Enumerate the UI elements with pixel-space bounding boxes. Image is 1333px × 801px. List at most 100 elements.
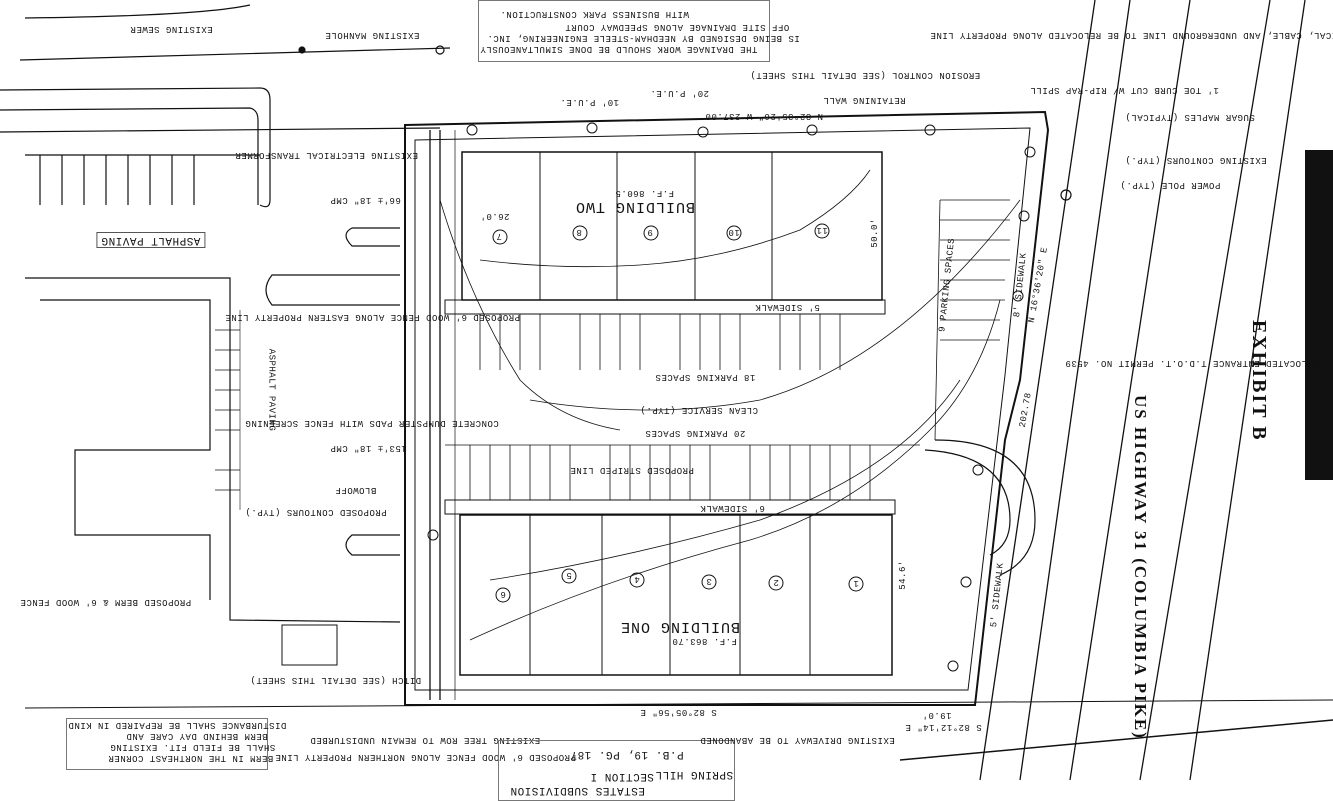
- existing-driveway-label: EXISTING DRIVEWAY TO BE ABANDONED: [700, 735, 895, 745]
- road-curve-top: [24, 4, 251, 19]
- offsite-drainage-1: OFF SITE DRAINAGE ALONG SPEEDWAY COURT: [565, 22, 790, 32]
- offsite-drainage-3: THE DRAINAGE WORK SHOULD BE DONE SIMULTA…: [480, 44, 758, 54]
- unit-11: 11: [816, 225, 828, 235]
- asphalt-paving-label: ASPHALT PAVING: [96, 232, 206, 248]
- offsite-drainage-box: [478, 0, 770, 62]
- dim-50: 50.0': [869, 218, 880, 248]
- wood-fence-eastern-label: PROPOSED 6' WOOD FENCE ALONG EASTERN PRO…: [225, 312, 521, 322]
- contour-lines: [439, 169, 1021, 641]
- parking-stripes-left: [25, 154, 260, 205]
- bearing-north: N 82°35'26" W 237.00: [705, 111, 824, 121]
- manhole-2: [298, 46, 306, 54]
- building-two-partitions: [539, 152, 773, 300]
- berm-note-3: BERM BEHIND DAY CARE AND: [126, 731, 268, 741]
- retaining-wall-label: RETAINING WALL: [823, 95, 906, 105]
- unit-6: 6: [500, 589, 506, 599]
- plat-book-label: P.B. 19, PG. 187: [570, 748, 684, 760]
- section-label: SECTION I: [590, 770, 654, 782]
- rip-rap-label: 1' TOE CURB CUT W/ RIP-RAP SPILL: [1030, 85, 1219, 95]
- unit-4: 4: [634, 574, 640, 584]
- building-one-ff: F.F. 863.70: [672, 636, 737, 646]
- title-block-bar: [1305, 150, 1333, 480]
- berm-note-1: BERM IN THE NORTHEAST CORNER: [108, 753, 274, 763]
- unit-1: 1: [853, 578, 859, 588]
- property-boundary-inner: [414, 127, 1031, 691]
- unit-9: 9: [647, 227, 653, 237]
- unit-circles: [492, 223, 864, 603]
- parking-row-south: [445, 444, 920, 500]
- pue-20-label: 20' P.U.E.: [650, 88, 710, 98]
- proposed-berm-label: PROPOSED BERM & 6' WOOD FENCE: [20, 597, 192, 607]
- exhibit-label: EXHIBIT B: [1248, 320, 1270, 442]
- entrance-curve-inner: [924, 449, 1011, 556]
- erosion-control-label: EROSION CONTROL (SEE DETAIL THIS SHEET): [750, 70, 981, 80]
- existing-sewer-line: [19, 47, 451, 61]
- sidewalk-north: [444, 299, 886, 315]
- left-lot-inner: [40, 299, 211, 600]
- berm-note-2: SHALL BE FIELD FIT. EXISTING: [110, 742, 276, 752]
- striped-line-label: PROPOSED STRIPED LINE: [570, 465, 694, 475]
- u-curve-3: [345, 534, 400, 556]
- building-two-name: BUILDING TWO: [575, 198, 696, 215]
- sugar-maples-label: SUGAR MAPLES (TYPICAL): [1125, 112, 1255, 122]
- left-lot-outline: [25, 277, 401, 623]
- u-curve-2: [265, 274, 400, 306]
- left-parking-stripes: [215, 329, 240, 491]
- unit-10: 10: [728, 227, 740, 237]
- power-pole: [1060, 189, 1072, 201]
- existing-manhole-label: EXISTING MANHOLE: [325, 30, 420, 40]
- u-curve-1: [345, 227, 400, 247]
- road-line-3: [0, 127, 441, 133]
- dumpster-label: CONCRETE DUMPSTER PADS WITH FENCE SCREEN…: [245, 418, 499, 428]
- dim-54: 54.6': [897, 560, 908, 590]
- power-pole-label: POWER POLE (TYP.): [1120, 180, 1221, 190]
- clean-service-label: CLEAN SERVICE (TYP.): [640, 405, 759, 415]
- unit-8: 8: [576, 227, 582, 237]
- dist-19: 19.0': [922, 710, 952, 720]
- ditch-label: DITCH (SEE DETAIL THIS SHEET): [250, 675, 422, 685]
- entrance-curve: [934, 439, 1036, 576]
- bearing-south: S 82°05'56" E: [640, 707, 717, 717]
- pue-10-label: 10' P.U.E.: [560, 97, 620, 107]
- road-line-1: [0, 87, 271, 208]
- offsite-drainage-2: IS BEING DESIGNED BY NEEDHAM-STEELE ENGI…: [487, 33, 800, 43]
- highway-lines: [979, 0, 1306, 781]
- unit-5: 5: [566, 570, 572, 580]
- sidewalk-5-label: 5' SIDEWALK: [755, 302, 820, 312]
- unit-3: 3: [706, 576, 712, 586]
- building-two-ff: F.F. 860.5: [615, 188, 675, 198]
- parking-18-label: 18 PARKING SPACES: [655, 372, 756, 382]
- bearing-south-east: S 82°12'14" E: [905, 722, 982, 732]
- sidewalk-6-label: 6' SIDEWALK: [700, 503, 765, 513]
- sidewalk-south: [444, 499, 896, 515]
- highway-label: US HIGHWAY 31 (COLUMBIA PIKE): [1131, 395, 1150, 740]
- dumpster-pad: [281, 624, 338, 666]
- cmp-66-label: 66'± 18" CMP: [330, 195, 401, 205]
- relocated-entrance-label: RELOCATED ENTRANCE T.D.O.T. PERMIT NO. 4…: [1065, 358, 1319, 368]
- parking-20-label: 20 PARKING SPACES: [645, 428, 746, 438]
- existing-contours-label: EXISTING CONTOURS (TYP.): [1125, 155, 1267, 165]
- building-one-name: BUILDING ONE: [620, 618, 741, 635]
- unit-2: 2: [773, 577, 779, 587]
- electrical-transformer-label: EXISTING ELECTRICAL TRANSFORMER: [235, 150, 418, 160]
- offsite-drainage-4: WITH BUSINESS PARK CONSTRUCTION.: [500, 9, 689, 19]
- spring-hill-label: SPRING HILL: [655, 768, 734, 780]
- manhole: [435, 45, 445, 55]
- existing-sewer-label: EXISTING SEWER: [130, 24, 213, 34]
- building-one-partitions: [529, 515, 811, 675]
- unit-7: 7: [496, 231, 502, 241]
- east-parking: [934, 199, 1010, 441]
- dim-26: 26.0': [480, 211, 510, 221]
- electrical-cable-label: ELECTRICAL, CABLE, AND UNDERGROUND LINE …: [930, 30, 1333, 40]
- parking-row-north: [479, 314, 841, 370]
- berm-note-box: [66, 718, 268, 770]
- proposed-contours-label: PROPOSED CONTOURS (TYP.): [245, 507, 387, 517]
- road-line-2: [0, 107, 259, 205]
- blowoff-label: BLOWOFF: [335, 485, 377, 495]
- sugar-maple-trees: [427, 122, 1036, 672]
- estates-label: ESTATES SUBDIVISION: [510, 784, 645, 796]
- berm-note-4: DISTURBANCE SHALL BE REPAIRED IN KIND: [68, 720, 287, 730]
- building-one-footprint: [459, 514, 893, 676]
- cmp-153-label: 153'± 18" CMP: [330, 443, 407, 453]
